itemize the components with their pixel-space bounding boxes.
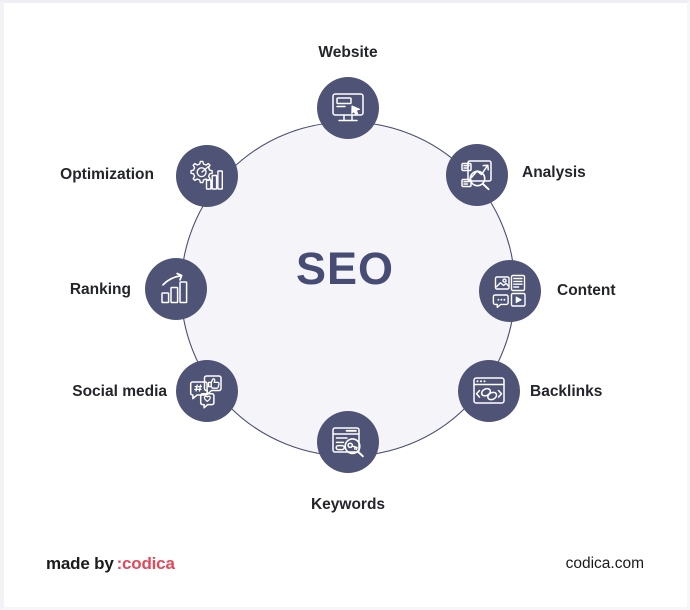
node-website <box>317 77 379 139</box>
node-optimization <box>176 145 238 207</box>
website-url: codica.com <box>565 555 644 572</box>
bar-chart-arrow-icon <box>161 272 188 304</box>
browser-chain-icon <box>473 377 505 404</box>
node-label-optimization: Optimization <box>60 166 154 183</box>
made-by-credit: made by:codica <box>46 554 175 574</box>
node-circle-ranking <box>145 258 207 320</box>
node-label-analysis: Analysis <box>522 164 586 181</box>
document-key-icon <box>332 427 364 458</box>
gear-chart-icon <box>190 160 223 190</box>
codica-brand-logo: :codica <box>116 554 175 573</box>
chart-magnifier-icon <box>461 160 492 191</box>
node-label-content: Content <box>557 282 616 299</box>
node-circle-content <box>479 260 541 322</box>
node-circle-keywords <box>317 411 379 473</box>
node-circle-backlinks <box>458 360 520 422</box>
social-bubbles-icon <box>189 375 222 409</box>
node-label-website: Website <box>318 44 378 61</box>
node-social-media <box>176 360 238 422</box>
node-label-social-media: Social media <box>72 383 167 400</box>
made-by-text: made by <box>46 554 114 573</box>
node-backlinks <box>458 360 520 422</box>
node-label-backlinks: Backlinks <box>530 383 603 400</box>
node-analysis <box>446 144 508 206</box>
media-grid-icon <box>492 274 526 309</box>
node-label-ranking: Ranking <box>69 281 131 298</box>
node-content <box>479 260 541 322</box>
node-circle-website <box>317 77 379 139</box>
node-circle-analysis <box>446 144 508 206</box>
node-circle-optimization <box>176 145 238 207</box>
hub-center-label: SEO <box>295 243 395 294</box>
node-label-keywords: Keywords <box>310 496 386 513</box>
node-keywords <box>317 411 379 473</box>
monitor-cursor-icon <box>332 93 364 122</box>
node-ranking <box>145 258 207 320</box>
